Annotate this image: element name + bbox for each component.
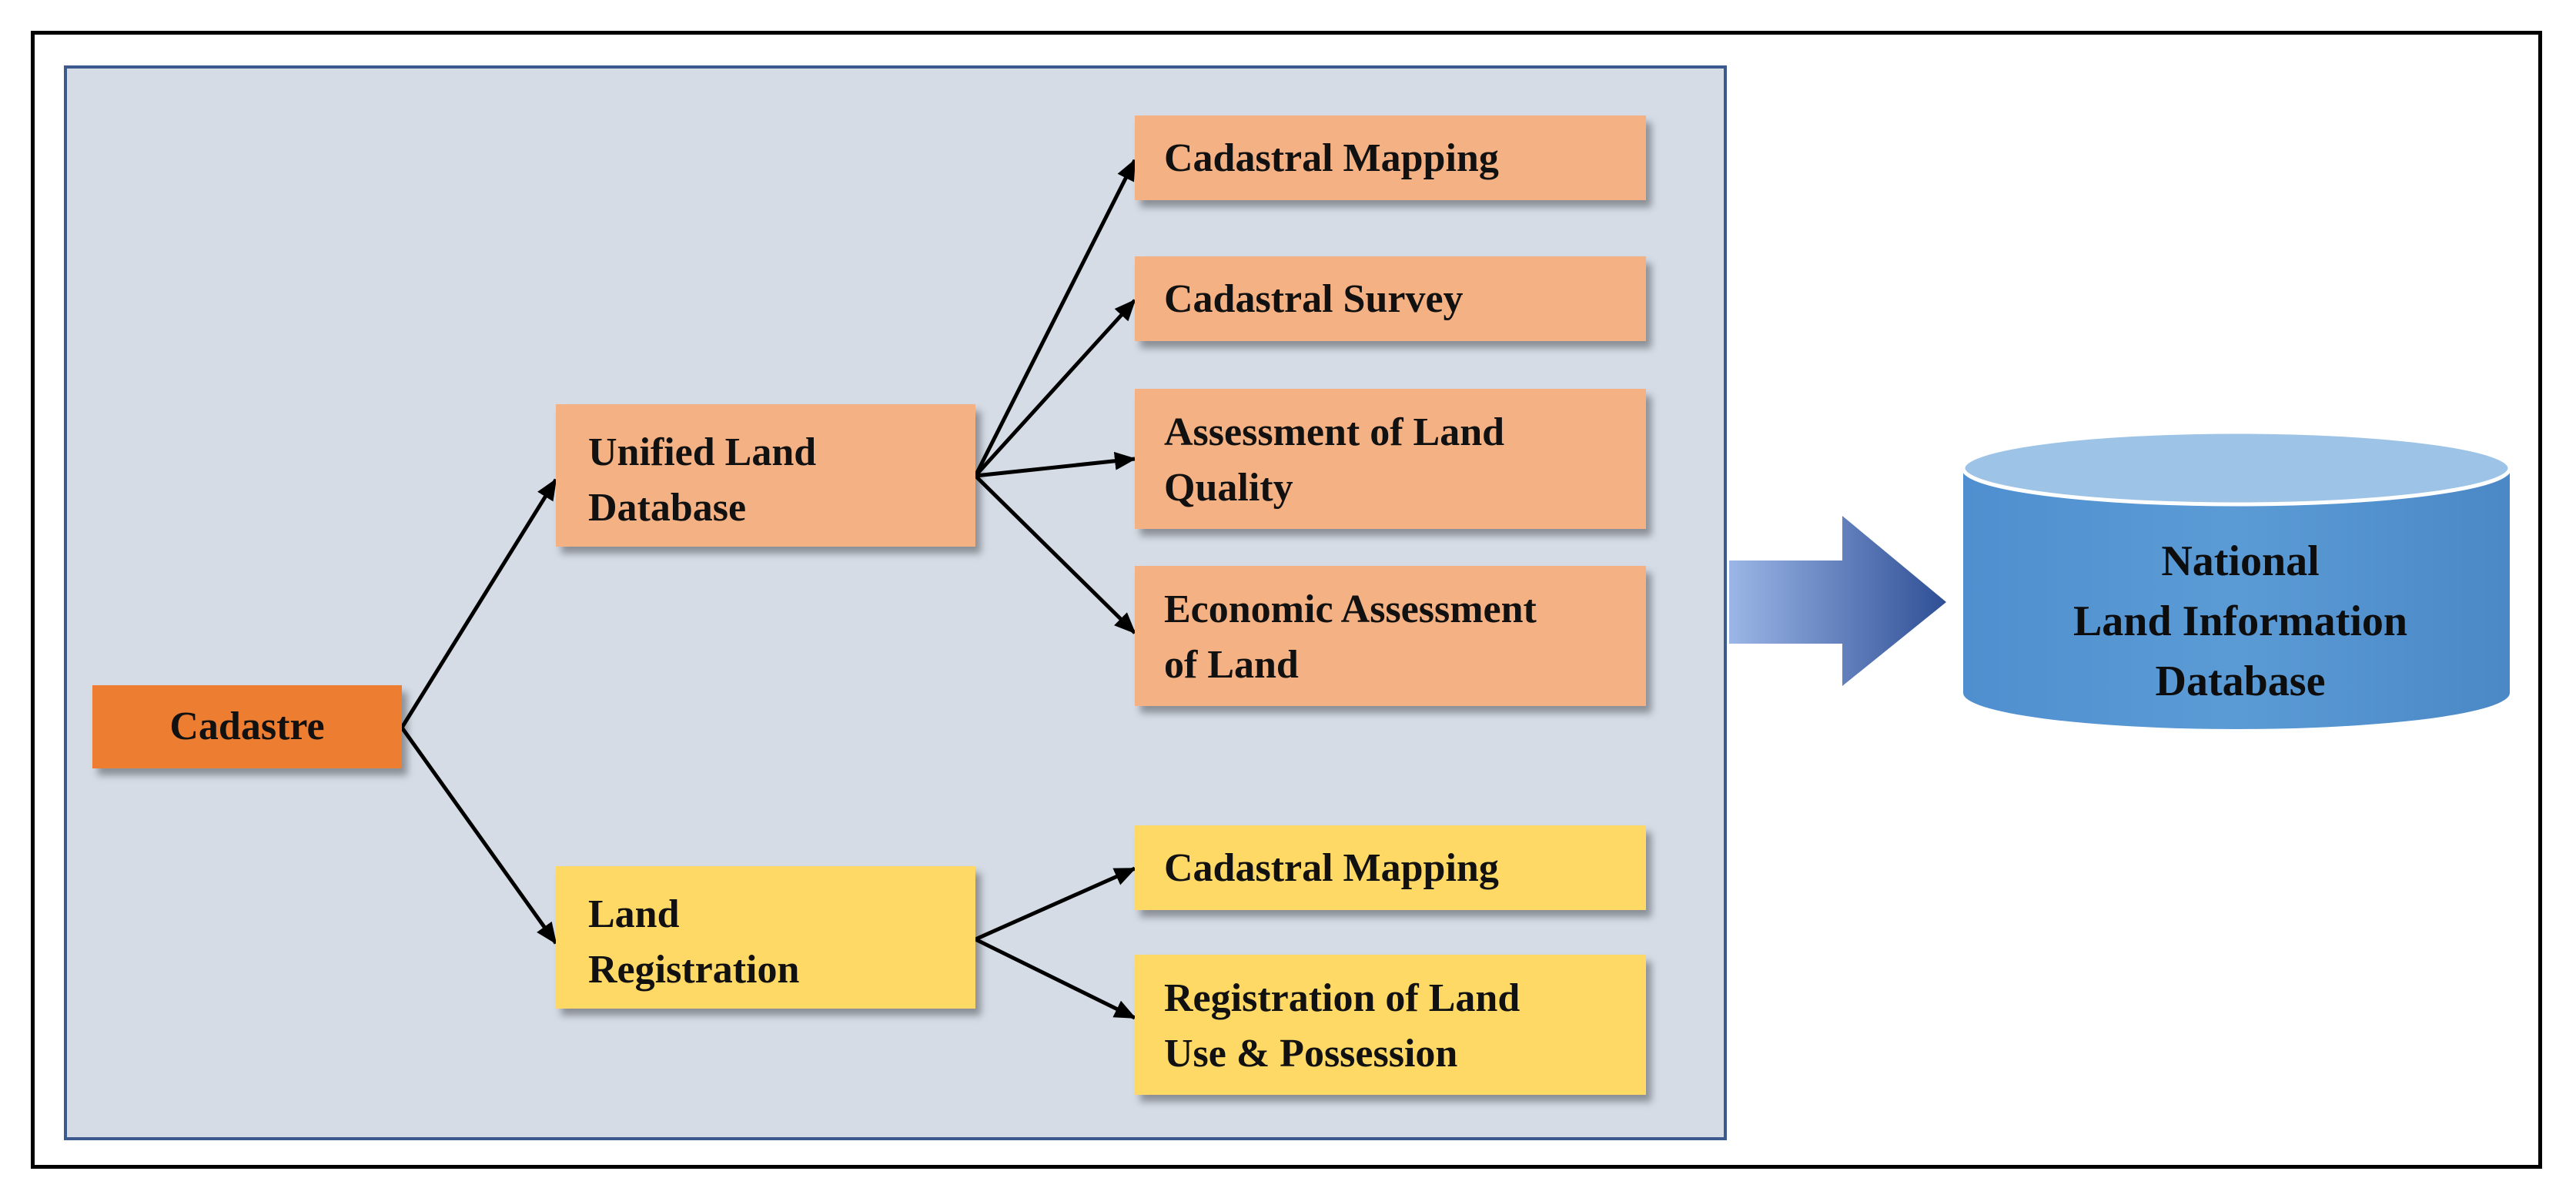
arrow-registration-to-child-1 bbox=[974, 866, 1136, 942]
node-economic-line-1: Economic Assessment bbox=[1164, 587, 1537, 631]
node-assessment-of-land-quality: Assessment of Land Quality bbox=[1135, 389, 1646, 529]
node-cadastral-mapping-1: Cadastral Mapping bbox=[1135, 115, 1646, 200]
node-registration-line-1: Land bbox=[588, 892, 680, 936]
node-assessment-line-1: Assessment of Land bbox=[1164, 410, 1505, 454]
arrow-unified-to-child-1 bbox=[973, 159, 1137, 477]
database-label-line-1: National bbox=[2161, 537, 2320, 585]
block-arrow bbox=[1729, 516, 1946, 686]
node-cadastre-label: Cadastre bbox=[169, 704, 325, 748]
node-economic-line-2: of Land bbox=[1164, 643, 1299, 687]
arrow-unified-to-child-4 bbox=[974, 474, 1136, 634]
node-cadastral-mapping-2: Cadastral Mapping bbox=[1135, 825, 1646, 910]
node-registration-line-2: Registration bbox=[588, 948, 800, 992]
node-unified-line-1: Unified Land bbox=[588, 430, 817, 474]
database-label-line-2: Land Information bbox=[2073, 597, 2408, 645]
arrow-root-to-unified bbox=[400, 478, 558, 729]
node-cadastral-mapping-1-label: Cadastral Mapping bbox=[1164, 136, 1499, 180]
node-registration-use-line-1: Registration of Land bbox=[1164, 976, 1521, 1020]
arrow-unified-to-child-3 bbox=[975, 451, 1136, 478]
node-unified-land-database: Unified Land Database bbox=[556, 404, 975, 547]
node-cadastral-mapping-2-label: Cadastral Mapping bbox=[1164, 846, 1499, 890]
node-unified-line-2: Database bbox=[588, 486, 747, 530]
node-cadastral-survey: Cadastral Survey bbox=[1135, 256, 1646, 341]
database-label-line-3: Database bbox=[2155, 658, 2326, 705]
database-label: National Land Information Database bbox=[1971, 531, 2510, 711]
arrow-registration-to-child-2 bbox=[974, 937, 1136, 1020]
node-registration-of-land-use: Registration of Land Use & Possession bbox=[1135, 955, 1646, 1095]
database-cylinder-icon bbox=[1961, 430, 2512, 729]
arrow-unified-to-child-2 bbox=[974, 299, 1136, 477]
node-cadastral-survey-label: Cadastral Survey bbox=[1164, 277, 1464, 321]
node-cadastre: Cadastre bbox=[92, 685, 402, 768]
arrow-root-to-registration bbox=[400, 726, 558, 945]
node-economic-assessment-of-land: Economic Assessment of Land bbox=[1135, 566, 1646, 706]
node-land-registration: Land Registration bbox=[556, 866, 975, 1009]
node-assessment-line-2: Quality bbox=[1164, 466, 1293, 510]
node-registration-use-line-2: Use & Possession bbox=[1164, 1032, 1458, 1076]
